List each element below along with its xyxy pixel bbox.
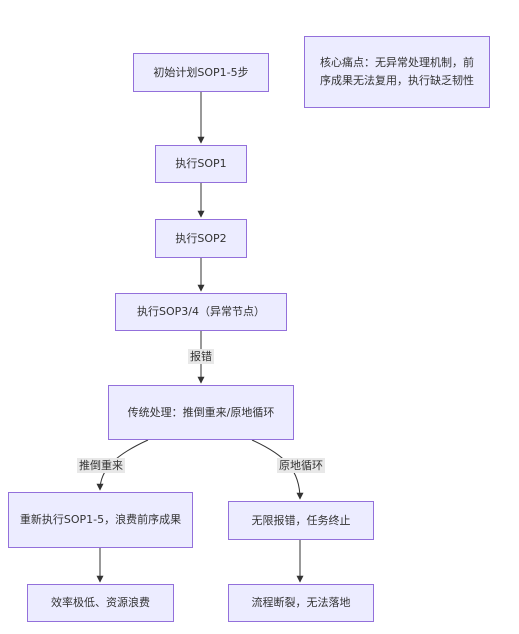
node-exec-sop2: 执行SOP2 (155, 219, 247, 258)
node-broken-flow: 流程断裂，无法落地 (228, 584, 374, 622)
node-rerun-sop: 重新执行SOP1-5，浪费前序成果 (8, 492, 193, 548)
node-low-efficiency: 效率极低、资源浪费 (27, 584, 174, 622)
node-initial-plan: 初始计划SOP1-5步 (133, 53, 269, 92)
edge-label-error: 报错 (188, 349, 214, 364)
note-core-pain-point: 核心痛点：无异常处理机制，前序成果无法复用，执行缺乏韧性 (304, 36, 490, 108)
node-exec-sop34: 执行SOP3/4（异常节点） (115, 293, 287, 331)
node-infinite-error: 无限报错，任务终止 (228, 501, 374, 540)
edge-label-restart: 推倒重来 (77, 458, 125, 473)
edge-label-loop: 原地循环 (277, 458, 325, 473)
node-traditional-handling: 传统处理：推倒重来/原地循环 (108, 385, 294, 440)
node-exec-sop1: 执行SOP1 (155, 145, 247, 183)
